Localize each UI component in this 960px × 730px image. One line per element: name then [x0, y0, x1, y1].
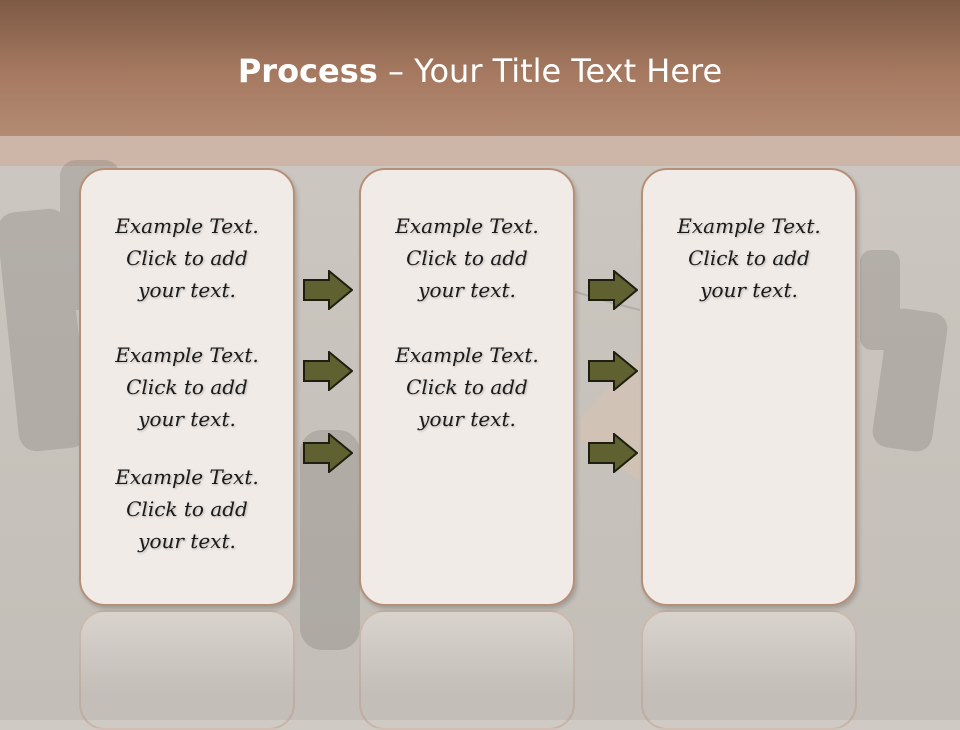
title-bold: Process: [237, 52, 378, 90]
text-block-3-1[interactable]: Example Text. Click to add your text.: [643, 210, 855, 306]
text-line: Example Text.: [115, 465, 259, 489]
text-line: Click to add: [688, 246, 810, 270]
box-reflection: [79, 610, 295, 730]
box-reflection: [359, 610, 575, 730]
text-line: Click to add: [406, 375, 528, 399]
text-block-1-1[interactable]: Example Text. Click to add your text.: [81, 210, 293, 306]
arrow-right-icon: [303, 433, 353, 473]
text-block-1-2[interactable]: Example Text. Click to add your text.: [81, 339, 293, 435]
header-bar: [0, 0, 960, 136]
text-block-2-1[interactable]: Example Text. Click to add your text.: [361, 210, 573, 306]
arrow-right-icon: [588, 351, 638, 391]
slide-title[interactable]: Process – Your Title Text Here: [0, 52, 960, 90]
arrow-right-icon: [303, 270, 353, 310]
process-step-1[interactable]: Example Text. Click to add your text. Ex…: [79, 168, 295, 606]
text-line: Example Text.: [115, 214, 259, 238]
text-line: Click to add: [126, 497, 248, 521]
text-line: your text.: [138, 529, 236, 553]
text-line: Click to add: [126, 375, 248, 399]
text-line: your text.: [700, 278, 798, 302]
box-reflection: [641, 610, 857, 730]
process-step-3[interactable]: Example Text. Click to add your text.: [641, 168, 857, 606]
text-line: your text.: [418, 278, 516, 302]
text-line: Example Text.: [677, 214, 821, 238]
text-line: your text.: [418, 407, 516, 431]
process-step-2[interactable]: Example Text. Click to add your text. Ex…: [359, 168, 575, 606]
arrow-right-icon: [588, 270, 638, 310]
text-line: your text.: [138, 278, 236, 302]
text-block-1-3[interactable]: Example Text. Click to add your text.: [81, 461, 293, 557]
text-line: Example Text.: [395, 214, 539, 238]
text-line: Example Text.: [115, 343, 259, 367]
text-line: Click to add: [126, 246, 248, 270]
text-line: Click to add: [406, 246, 528, 270]
background-photo: [0, 160, 948, 650]
text-block-2-2[interactable]: Example Text. Click to add your text.: [361, 339, 573, 435]
text-line: your text.: [138, 407, 236, 431]
title-rest: – Your Title Text Here: [377, 52, 723, 90]
text-line: Example Text.: [395, 343, 539, 367]
header-band: [0, 136, 960, 166]
arrow-right-icon: [303, 351, 353, 391]
arrow-right-icon: [588, 433, 638, 473]
